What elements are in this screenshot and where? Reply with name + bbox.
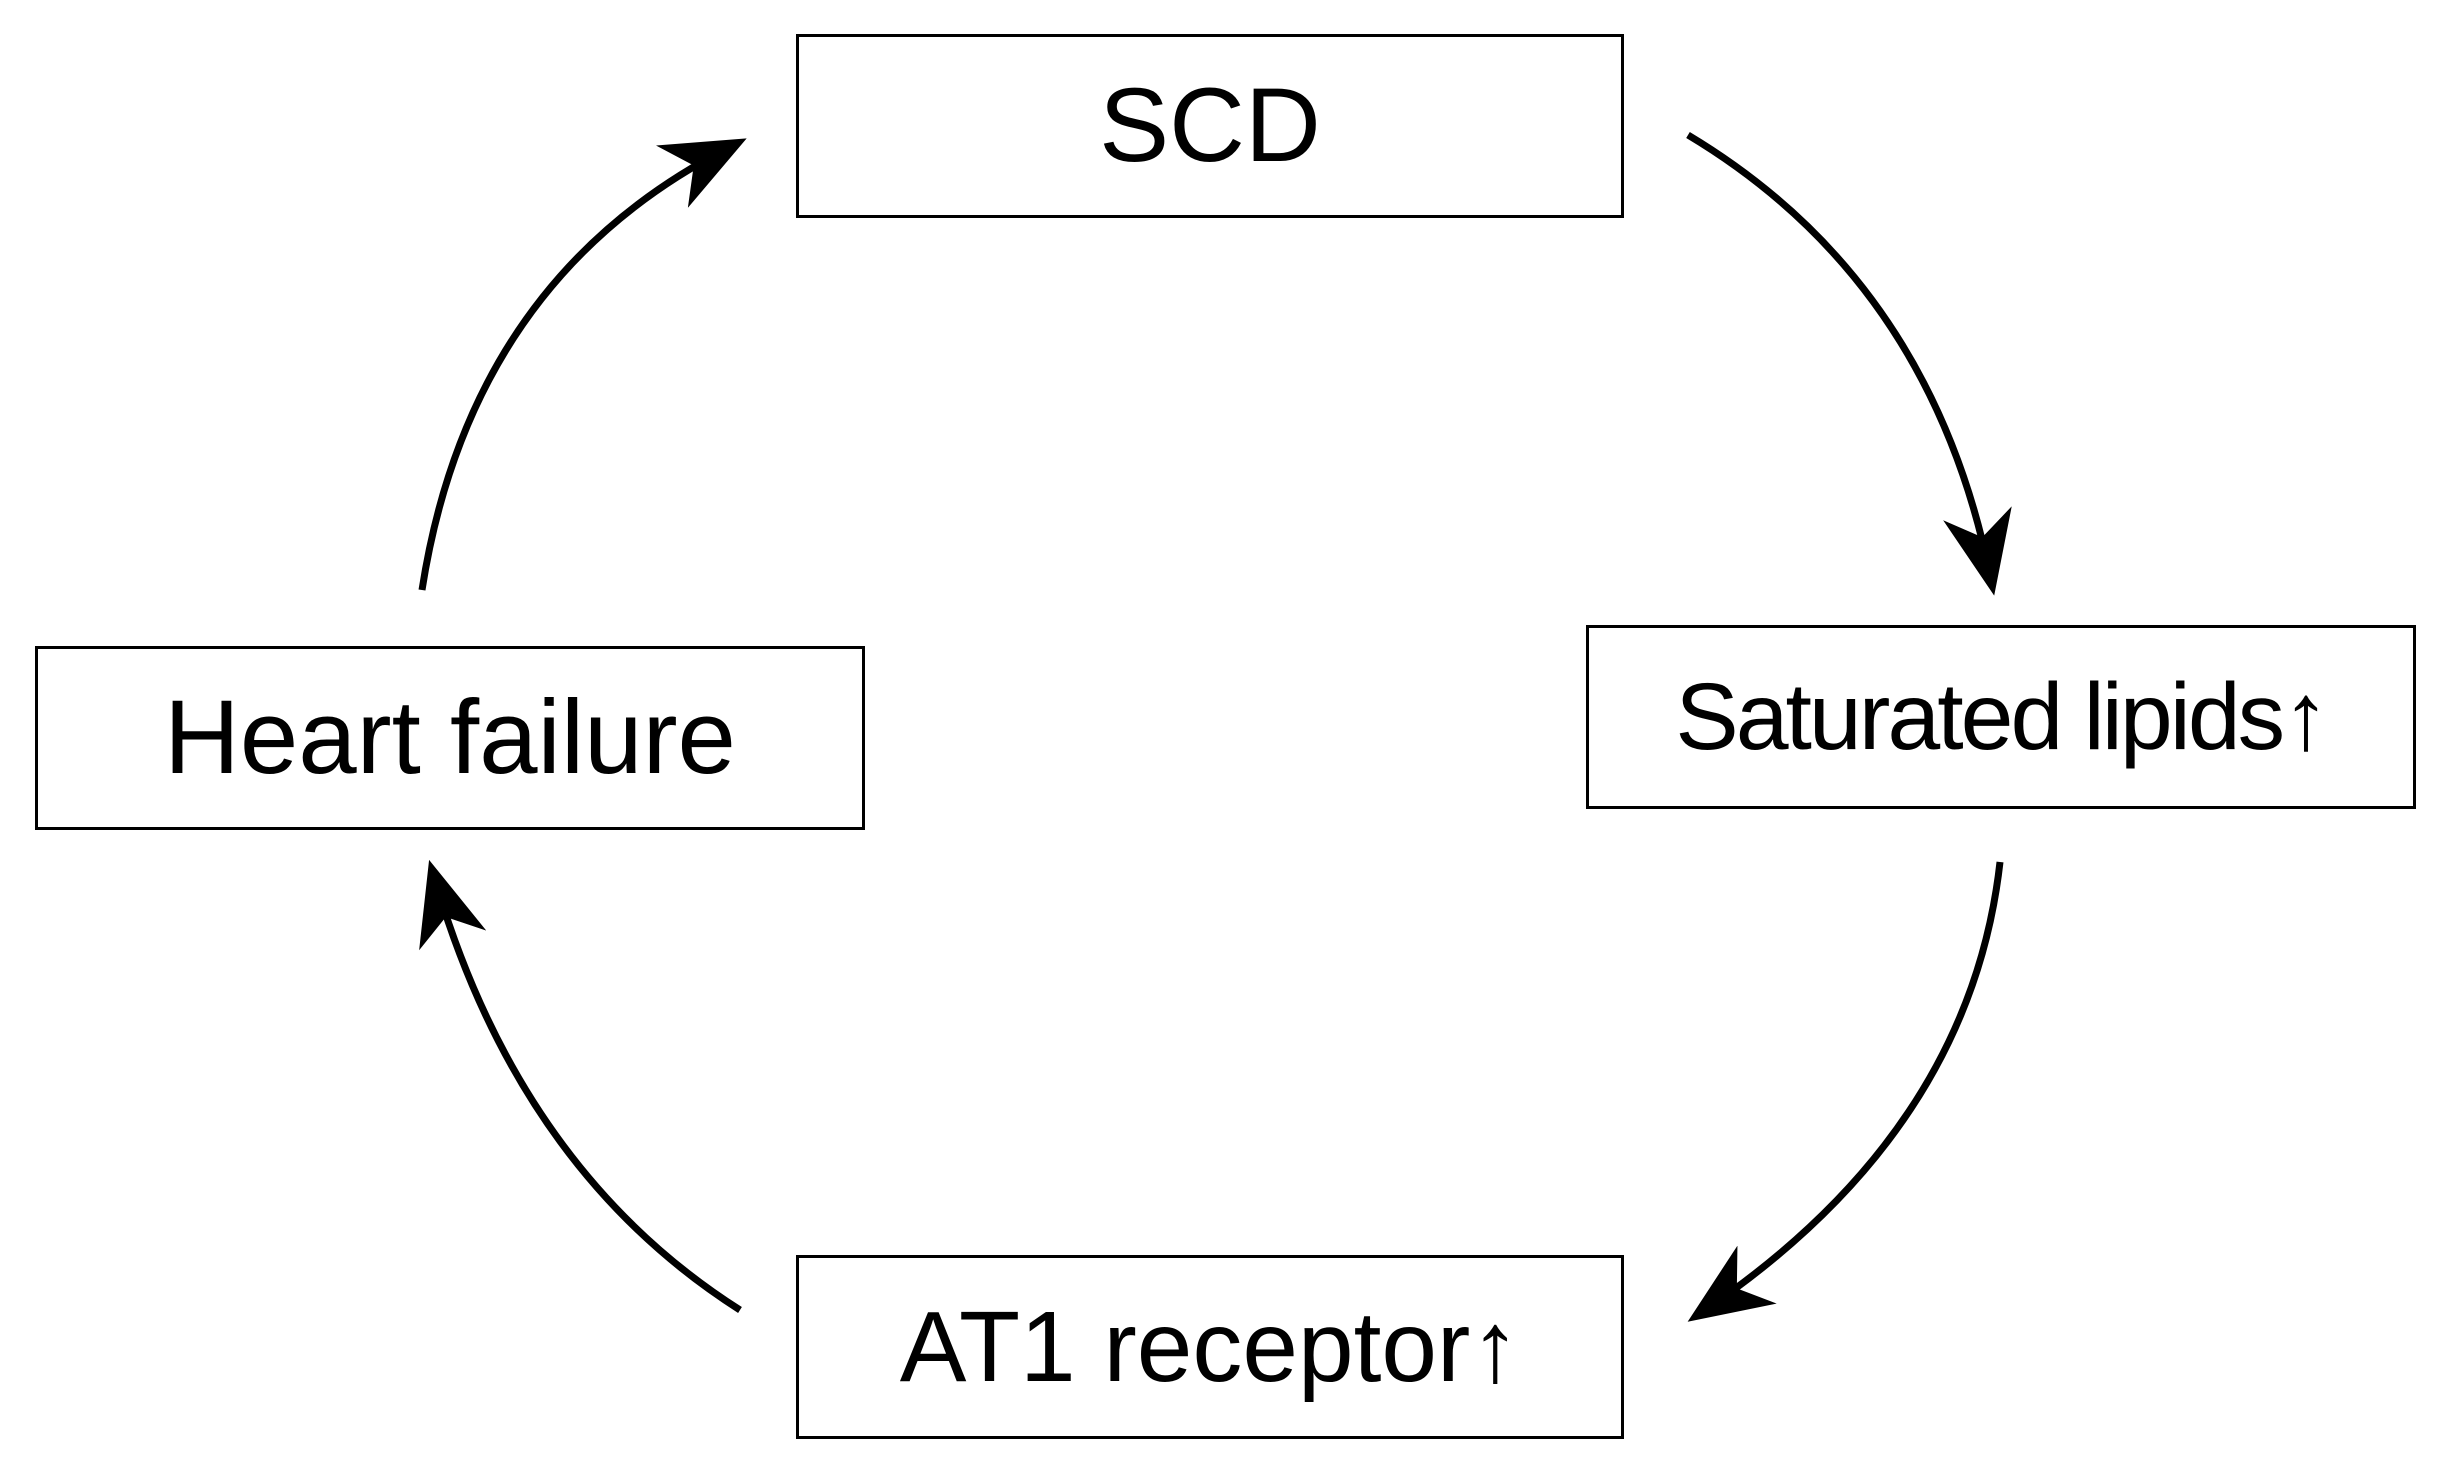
node-scd: SCD — [796, 34, 1624, 218]
node-heart-failure: Heart failure — [35, 646, 865, 830]
node-at1-receptor-label: AT1 receptor↑ — [899, 1290, 1521, 1403]
arrow-saturated-lipids-to-at1-receptor — [1687, 861, 2004, 1322]
arrow-heart-failure-to-scd — [418, 138, 747, 591]
node-at1-receptor: AT1 receptor↑ — [796, 1255, 1624, 1439]
node-saturated-lipids: Saturated lipids↑ — [1586, 625, 2416, 809]
arrow-at1-receptor-to-heart-failure — [419, 859, 742, 1313]
node-saturated-lipids-label: Saturated lipids↑ — [1675, 663, 2329, 770]
node-heart-failure-label: Heart failure — [164, 679, 736, 796]
node-scd-label: SCD — [1099, 67, 1321, 184]
arrow-scd-to-saturated-lipids — [1686, 131, 2012, 596]
